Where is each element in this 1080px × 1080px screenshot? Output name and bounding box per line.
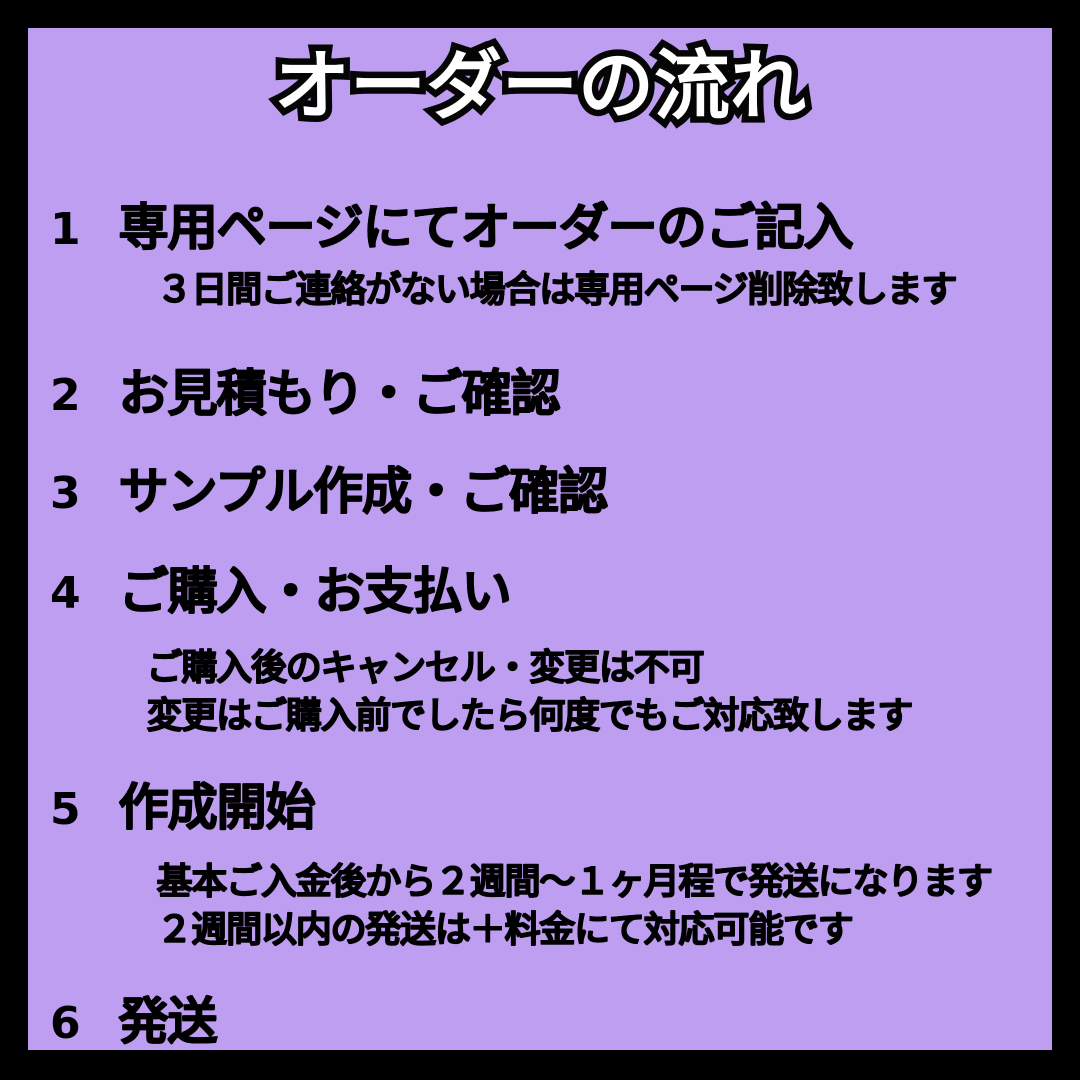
steps-list: 1 専用ページにてオーダーのご記入 ３日間ご連絡がない場合は専用ページ削除致しま…	[28, 168, 1052, 1046]
step-header: 2 お見積もり・ご確認	[28, 368, 1052, 418]
step-number: 1	[50, 204, 81, 255]
step-number: 6	[50, 998, 81, 1049]
step-title: 発送	[118, 992, 217, 1050]
step-title: お見積もり・ご確認	[118, 364, 560, 422]
step-note: ご購入後のキャンセル・変更は不可	[146, 647, 704, 688]
step-notes: ご購入後のキャンセル・変更は不可 変更はご購入前でしたら何度でもご対応致します	[28, 644, 1052, 740]
step-header: 4 ご購入・お支払い	[28, 566, 1052, 616]
step-header: 6 発送	[28, 996, 1052, 1046]
step-note: 変更はご購入前でしたら何度でもご対応致します	[146, 695, 913, 736]
step-header: 5 作成開始	[28, 782, 1052, 832]
step-notes: 基本ご入金後から２週間〜１ヶ月程で発送になります ２週間以内の発送は＋料金にて対…	[28, 858, 1052, 954]
step-note: 基本ご入金後から２週間〜１ヶ月程で発送になります	[156, 861, 992, 902]
step-notes: ３日間ご連絡がない場合は専用ページ削除致します	[28, 266, 1052, 314]
step-number: 5	[50, 784, 81, 835]
step-item-4: 4 ご購入・お支払い ご購入後のキャンセル・変更は不可 変更はご購入前でしたら何…	[28, 566, 1052, 740]
step-item-1: 1 専用ページにてオーダーのご記入 ３日間ご連絡がない場合は専用ページ削除致しま…	[28, 202, 1052, 314]
step-item-3: 3 サンプル作成・ご確認	[28, 466, 1052, 516]
step-title: 作成開始	[118, 778, 315, 836]
step-header: 3 サンプル作成・ご確認	[28, 466, 1052, 516]
step-title: ご購入・お支払い	[118, 562, 511, 620]
page-title: オーダーの流れ	[268, 35, 813, 137]
step-note: ３日間ご連絡がない場合は専用ページ削除致します	[156, 269, 957, 310]
poster-card: オーダーの流れ 1 専用ページにてオーダーのご記入 ３日間ご連絡がない場合は専用…	[28, 28, 1052, 1050]
step-number: 4	[50, 568, 81, 619]
step-title: サンプル作成・ご確認	[118, 462, 607, 520]
step-item-5: 5 作成開始 基本ご入金後から２週間〜１ヶ月程で発送になります ２週間以内の発送…	[28, 782, 1052, 954]
step-item-6: 6 発送	[28, 996, 1052, 1046]
step-note: ２週間以内の発送は＋料金にて対応可能です	[156, 909, 853, 950]
step-number: 2	[50, 370, 81, 421]
step-header: 1 専用ページにてオーダーのご記入	[28, 202, 1052, 252]
step-title: 専用ページにてオーダーのご記入	[118, 198, 853, 256]
poster-header: オーダーの流れ	[28, 35, 1052, 146]
step-number: 3	[50, 468, 81, 519]
step-item-2: 2 お見積もり・ご確認	[28, 368, 1052, 418]
